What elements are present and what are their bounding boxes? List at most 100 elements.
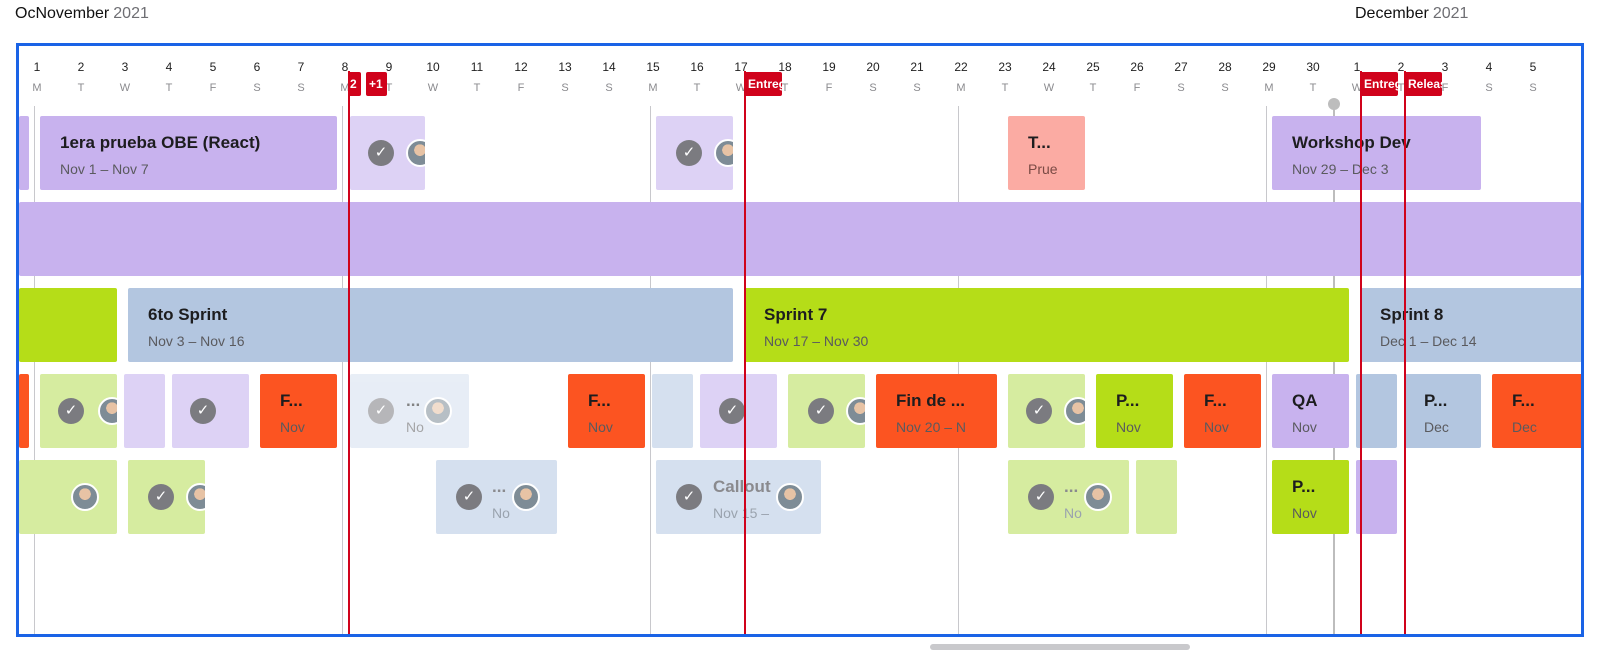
event-card-done[interactable]: ✓	[350, 116, 425, 190]
event-card-small[interactable]	[1136, 460, 1177, 534]
avatar	[1064, 397, 1085, 425]
card-title: 6to Sprint	[148, 305, 228, 324]
day-weekday: F	[1441, 82, 1449, 94]
event-card-done[interactable]: ✓	[172, 374, 249, 448]
card-dates: Nov 3 – Nov 16	[148, 333, 245, 349]
event-card-callout[interactable]: ✓ Callout Nov 15 –	[656, 460, 821, 534]
day-number: 2	[77, 60, 85, 74]
card-dates: Nov	[1204, 419, 1229, 435]
event-card-partial[interactable]	[19, 116, 29, 190]
day-weekday: W	[1043, 82, 1055, 94]
card-dates: No	[492, 505, 510, 521]
card-title: Callout	[713, 477, 771, 496]
milestone-entrega-dec[interactable]: Entrega	[1360, 72, 1398, 96]
check-icon: ✓	[808, 398, 834, 424]
card-title: Sprint 7	[764, 305, 828, 324]
day-number: 5	[209, 60, 217, 74]
sprint-card-sprint-8[interactable]: Sprint 8 Dec 1 – Dec 14	[1360, 288, 1581, 362]
day-weekday: S	[913, 82, 921, 94]
event-card-done[interactable]: ✓	[1008, 374, 1085, 448]
event-card-small[interactable]	[1356, 460, 1397, 534]
card-dates: Nov	[280, 419, 305, 435]
event-card-done[interactable]: ✓ ... No	[436, 460, 557, 534]
event-card-f[interactable]: F... Dec	[1492, 374, 1581, 448]
event-card-workshop-dev[interactable]: Workshop Dev Nov 29 – Dec 3	[1272, 116, 1481, 190]
day-weekday: T	[165, 82, 173, 94]
event-card-small[interactable]	[1356, 374, 1397, 448]
day-weekday: M	[956, 82, 966, 94]
day-number: 9	[385, 60, 393, 74]
card-title: F...	[1204, 391, 1227, 410]
check-icon: ✓	[1028, 484, 1054, 510]
month-name-november: November	[35, 5, 110, 22]
event-card-p[interactable]: P... Dec	[1404, 374, 1481, 448]
day-number: 26	[1130, 60, 1144, 74]
day-number: 3	[1441, 60, 1449, 74]
event-card-done[interactable]	[19, 460, 117, 534]
event-card-small[interactable]	[652, 374, 693, 448]
check-icon: ✓	[148, 484, 174, 510]
week-line	[650, 106, 651, 634]
today-line	[1333, 101, 1335, 634]
milestone-entrega[interactable]: Entrega	[744, 72, 782, 96]
milestone-release[interactable]: Release	[1404, 72, 1442, 96]
event-card-f[interactable]: F... Nov	[1184, 374, 1261, 448]
day-weekday: T	[473, 82, 481, 94]
horizontal-scrollbar[interactable]	[930, 644, 1190, 650]
card-title: ...	[1064, 477, 1079, 496]
sprint-card-6to-sprint[interactable]: 6to Sprint Nov 3 – Nov 16	[128, 288, 733, 362]
day-weekday: W	[427, 82, 439, 94]
milestone-badge-count[interactable]: 2	[348, 72, 361, 96]
event-card-done[interactable]: ✓	[788, 374, 865, 448]
day-number: 15	[646, 60, 660, 74]
day-weekday: S	[297, 82, 305, 94]
day-number: 27	[1174, 60, 1188, 74]
day-number: 8	[341, 60, 349, 74]
event-card-f[interactable]: F... Nov	[260, 374, 337, 448]
event-card-small[interactable]	[124, 374, 165, 448]
event-card-done[interactable]: ✓	[128, 460, 205, 534]
day-number: 12	[514, 60, 528, 74]
event-card-f[interactable]: F... Nov	[568, 374, 645, 448]
day-number: 30	[1306, 60, 1320, 74]
event-card-done[interactable]: ✓	[40, 374, 117, 448]
avatar	[424, 397, 452, 425]
sprint-card-sprint-7[interactable]: Sprint 7 Nov 17 – Nov 30	[744, 288, 1349, 362]
check-icon: ✓	[368, 140, 394, 166]
avatar	[714, 139, 733, 167]
event-card-long-bar[interactable]	[19, 202, 1581, 276]
day-weekday: M	[648, 82, 658, 94]
milestone-badge-more[interactable]: +1	[366, 72, 387, 96]
event-card-done[interactable]: ✓ ... No	[350, 374, 469, 448]
avatar	[846, 397, 865, 425]
card-dates: Dec 1 – Dec 14	[1380, 333, 1477, 349]
card-dates: Nov 20 – N	[896, 419, 967, 435]
sprint-card-previous[interactable]	[19, 288, 117, 362]
day-number: 1	[1353, 60, 1361, 74]
event-card-t[interactable]: T... Prue	[1008, 116, 1085, 190]
day-number: 29	[1262, 60, 1276, 74]
day-number: 18	[778, 60, 792, 74]
day-number: 17	[734, 60, 748, 74]
event-card-qa[interactable]: QA Nov	[1272, 374, 1349, 448]
event-card-done[interactable]: ✓	[700, 374, 777, 448]
card-title: Sprint 8	[1380, 305, 1444, 324]
card-title: QA	[1292, 391, 1318, 410]
event-card-done[interactable]: ✓	[656, 116, 733, 190]
day-weekday: F	[825, 82, 833, 94]
day-weekday: S	[1529, 82, 1537, 94]
day-number: 23	[998, 60, 1012, 74]
milestone-line	[348, 71, 350, 634]
month-name-december: December	[1355, 5, 1429, 22]
event-card-partial[interactable]	[19, 374, 29, 448]
event-card-p[interactable]: P... Nov	[1272, 460, 1349, 534]
day-weekday: S	[561, 82, 569, 94]
event-card-fin-de[interactable]: Fin de ... Nov 20 – N	[876, 374, 997, 448]
card-dates: Nov 29 – Dec 3	[1292, 161, 1389, 177]
event-card-p[interactable]: P... Nov	[1096, 374, 1173, 448]
card-title: ...	[492, 477, 507, 496]
event-card-done[interactable]: ✓ ... No	[1008, 460, 1129, 534]
event-card-1era-prueba[interactable]: 1era prueba OBE (React) Nov 1 – Nov 7	[40, 116, 337, 190]
